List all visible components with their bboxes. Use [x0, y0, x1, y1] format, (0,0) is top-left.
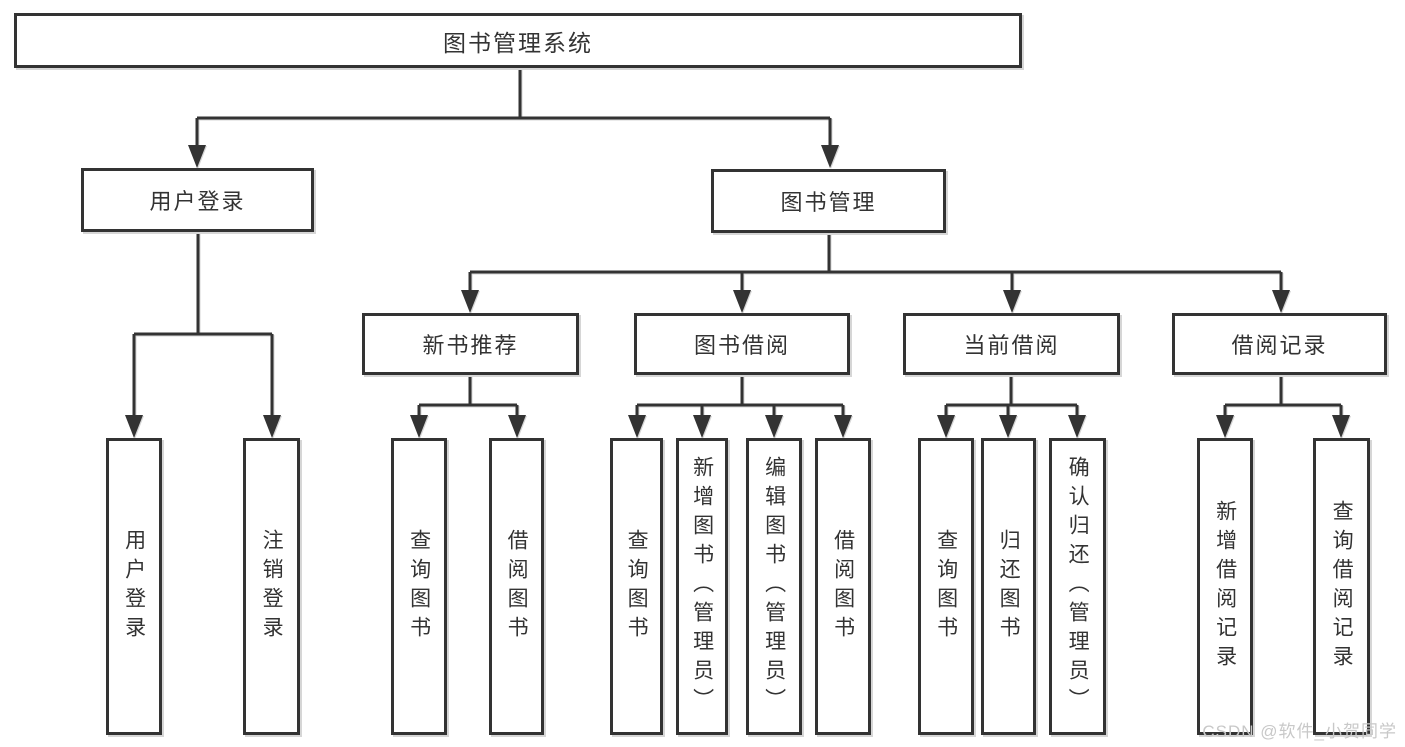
- node-label: 借阅记录: [1231, 333, 1328, 358]
- arrowhead: [410, 415, 428, 438]
- leaf-borrow-books-recommend: 借阅图书: [489, 438, 544, 735]
- edges-borrow-records: [1223, 374, 1343, 418]
- leaf-edit-books-admin: 编辑图书（管理员）: [746, 438, 802, 735]
- node-label: 图书管理系统: [443, 29, 593, 56]
- arrowhead: [1003, 290, 1021, 313]
- arrowhead: [263, 415, 281, 438]
- arrowhead: [125, 415, 143, 438]
- node-new-book-recommend: 新书推荐: [362, 313, 579, 375]
- node-label: 新增图书（管理员）: [690, 456, 714, 717]
- leaf-query-books-borrow: 查询图书: [610, 438, 663, 735]
- arrowhead: [1332, 415, 1350, 438]
- node-book-borrow: 图书借阅: [634, 313, 850, 375]
- arrowheads: [125, 145, 1350, 438]
- node-user-login: 用户登录: [81, 168, 314, 232]
- arrowhead: [1068, 415, 1086, 438]
- arrowhead: [188, 145, 206, 168]
- leaf-confirm-return-admin: 确认归还（管理员）: [1049, 438, 1106, 735]
- node-root: 图书管理系统: [14, 13, 1022, 68]
- arrowhead: [733, 290, 751, 313]
- node-borrow-records: 借阅记录: [1172, 313, 1387, 375]
- edges-book-borrow: [635, 374, 845, 418]
- node-label: 归还图书: [997, 528, 1021, 645]
- node-label: 用户登录: [149, 189, 246, 214]
- arrowhead: [765, 415, 783, 438]
- node-label: 图书管理: [780, 190, 877, 215]
- node-label: 图书借阅: [693, 333, 790, 358]
- arrowhead: [628, 415, 646, 438]
- leaf-return-books: 归还图书: [981, 438, 1036, 735]
- node-label: 用户登录: [122, 528, 146, 645]
- leaf-add-books-admin: 新增图书（管理员）: [676, 438, 728, 735]
- node-book-management: 图书管理: [711, 169, 946, 233]
- node-label: 查询图书: [934, 528, 958, 645]
- arrowhead: [999, 415, 1017, 438]
- edges-current-borrow: [944, 374, 1079, 418]
- edges-root: [195, 68, 832, 150]
- node-label: 查询图书: [625, 528, 649, 645]
- watermark: CSDN @软件_小贺同学: [1202, 722, 1397, 741]
- node-label: 当前借阅: [963, 333, 1060, 358]
- leaf-borrow-books: 借阅图书: [815, 438, 871, 735]
- arrowhead: [1216, 415, 1234, 438]
- arrowhead: [1272, 290, 1290, 313]
- node-label: 编辑图书（管理员）: [762, 456, 786, 717]
- edges-new-book-recommend: [417, 374, 519, 418]
- leaf-user-login: 用户登录: [106, 438, 162, 735]
- leaf-query-books-recommend: 查询图书: [391, 438, 447, 735]
- leaf-logout: 注销登录: [243, 438, 300, 735]
- arrowhead: [821, 145, 839, 168]
- node-label: 注销登录: [260, 528, 284, 645]
- node-label: 借阅图书: [831, 528, 855, 645]
- node-label: 查询图书: [407, 528, 431, 645]
- leaf-query-borrow-record: 查询借阅记录: [1313, 438, 1370, 735]
- arrowhead: [693, 415, 711, 438]
- node-label: 借阅图书: [505, 528, 529, 645]
- edges-user-login: [132, 232, 274, 418]
- node-label: 确认归还（管理员）: [1066, 456, 1090, 717]
- node-label: 新书推荐: [422, 333, 519, 358]
- arrowhead: [461, 290, 479, 313]
- leaf-query-books-current: 查询图书: [918, 438, 974, 735]
- arrowhead: [937, 415, 955, 438]
- leaf-add-borrow-record: 新增借阅记录: [1197, 438, 1253, 735]
- node-label: 新增借阅记录: [1213, 499, 1237, 674]
- edges-book-management: [468, 233, 1283, 293]
- arrowhead: [834, 415, 852, 438]
- node-label: 查询借阅记录: [1330, 499, 1354, 674]
- node-current-borrow: 当前借阅: [903, 313, 1120, 375]
- arrowhead: [508, 415, 526, 438]
